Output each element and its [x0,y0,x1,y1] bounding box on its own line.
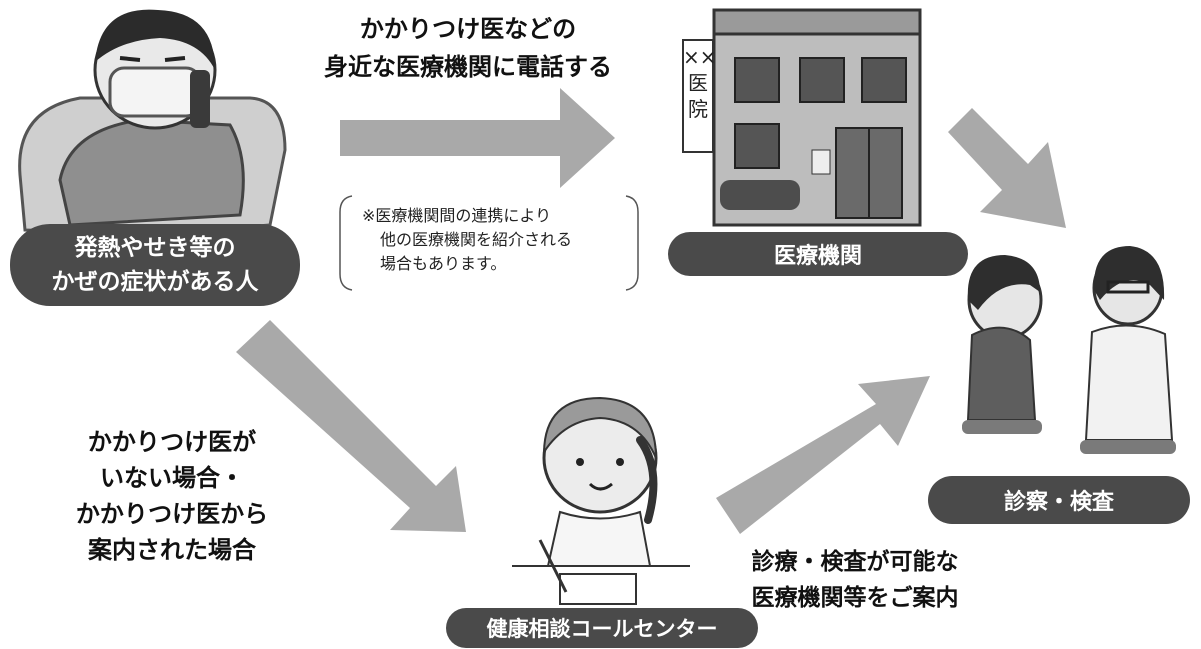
hospital-sign-text-1: ×× [683,45,717,69]
condition-label: かかりつけ医が いない場合・ かかりつけ医から 案内された場合 [75,428,269,564]
arrow-callcenter-to-exam [716,376,930,534]
exam-label-pill: 診察・検査 [928,476,1190,524]
hospital-sign: ×× 医 院 [683,44,717,122]
hospital-sign-text-3: 院 [688,97,708,121]
arrow-clinic-to-exam [948,108,1066,228]
referral-note: ※医療機関間の連携により 他の医療機関を紹介される 場合もあります。 [362,206,573,273]
arrow-patient-to-clinic [340,88,615,188]
guidance-label: 診療・検査が可能な 医療機関等をご案内 [751,549,959,611]
call-center-operator-illustration [512,396,690,605]
clinic-label-pill: 医療機関 [668,232,968,276]
arrow-patient-to-callcenter [236,320,466,532]
step-call-clinic-label: かかりつけ医などの 身近な医療機関に電話する [324,15,612,81]
note-bracket-right [625,195,639,291]
hospital-building-illustration [682,8,922,227]
hospital-sign-text-2: 医 [688,71,708,95]
doctor-consultation-illustration [962,246,1176,454]
sick-person-illustration [18,9,287,234]
note-bracket-left [339,195,353,291]
call-center-label-pill: 健康相談コールセンター [446,608,758,648]
patient-label-pill: 発熱やせき等の かぜの症状がある人 [10,224,300,306]
